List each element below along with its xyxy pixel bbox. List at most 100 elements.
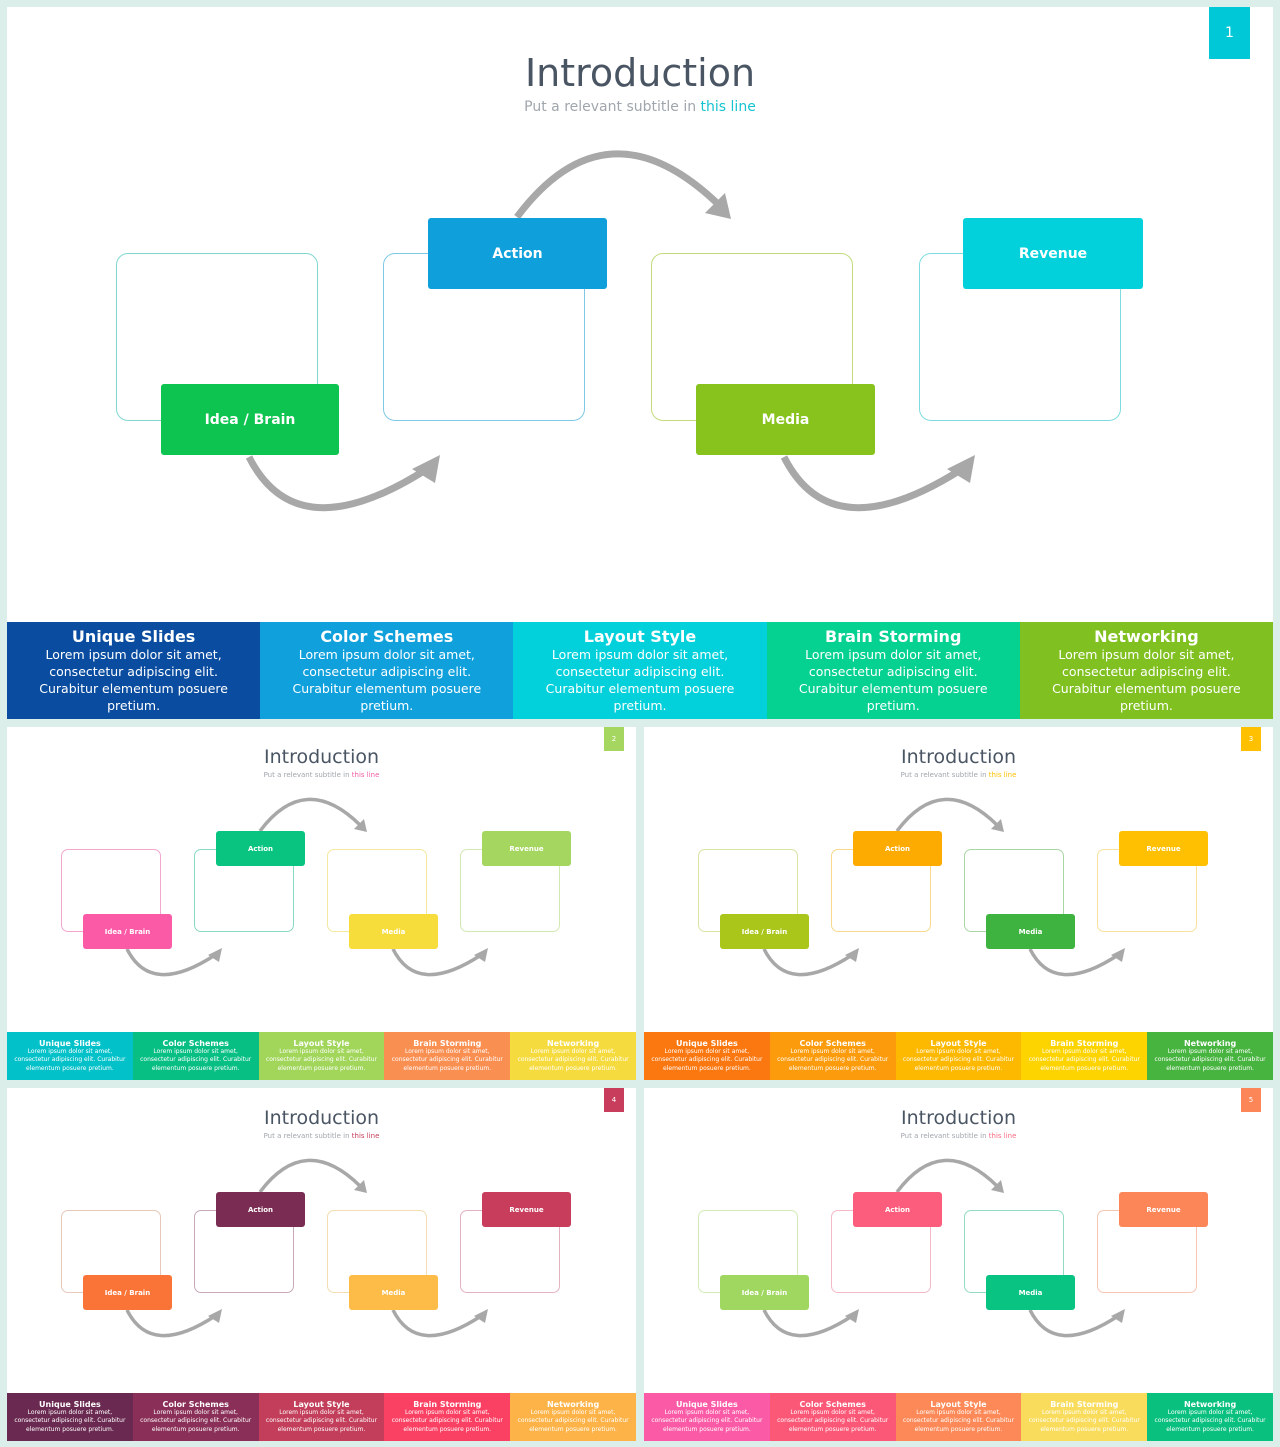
slide-3: Introduction Put a relevant subtitle in … bbox=[644, 727, 1273, 1080]
label-revenue[interactable]: Revenue bbox=[1119, 1192, 1208, 1227]
arrow-head-1 bbox=[208, 1309, 222, 1323]
slide-1: Introduction Put a relevant subtitle in … bbox=[7, 7, 1273, 719]
subtitle-link[interactable]: this line bbox=[700, 99, 756, 115]
footer-text: Lorem ipsum dolor sit amet, consectetur … bbox=[798, 647, 988, 713]
process-diagram: Idea / Brain Action Media Revenue bbox=[644, 1088, 1273, 1393]
subtitle-text: Put a relevant subtitle in bbox=[263, 771, 352, 779]
label-idea-brain-text: Idea / Brain bbox=[741, 927, 788, 936]
label-media[interactable]: Media bbox=[986, 1275, 1075, 1310]
label-action[interactable]: Action bbox=[428, 218, 607, 289]
label-revenue[interactable]: Revenue bbox=[482, 1192, 571, 1227]
label-media-text: Media bbox=[381, 1288, 406, 1297]
slide-4: Introduction Put a relevant subtitle in … bbox=[7, 1088, 636, 1441]
slide-title: Introduction bbox=[263, 746, 380, 768]
label-media[interactable]: Media bbox=[696, 384, 875, 455]
arrows-layer bbox=[762, 1158, 1125, 1338]
label-action-text: Action bbox=[247, 1205, 274, 1214]
label-action-text: Action bbox=[884, 844, 911, 853]
label-media[interactable]: Media bbox=[986, 914, 1075, 949]
slide-title: Introduction bbox=[900, 1107, 1017, 1129]
arrow-head-2 bbox=[705, 193, 731, 219]
arrow-head-1 bbox=[412, 455, 440, 483]
label-media[interactable]: Media bbox=[349, 914, 438, 949]
footer-heading: Color Schemes bbox=[162, 1399, 229, 1409]
label-media-text: Media bbox=[1018, 927, 1043, 936]
page-number-badge: 1 bbox=[1209, 7, 1250, 59]
footer-heading: Networking bbox=[546, 1038, 600, 1048]
label-idea-brain[interactable]: Idea / Brain bbox=[161, 384, 339, 455]
footer-heading: Brain Storming bbox=[1050, 1038, 1119, 1048]
process-diagram: Idea / Brain Action Media Revenue bbox=[7, 1088, 636, 1393]
label-action[interactable]: Action bbox=[853, 1192, 942, 1227]
footer-heading: Layout Style bbox=[930, 1399, 987, 1409]
label-media[interactable]: Media bbox=[349, 1275, 438, 1310]
arrow-curve-2 bbox=[895, 1158, 999, 1194]
subtitle-link[interactable]: this line bbox=[988, 771, 1017, 779]
slide-5: Introduction Put a relevant subtitle in … bbox=[644, 1088, 1273, 1441]
label-revenue[interactable]: Revenue bbox=[963, 218, 1143, 289]
footer-text: Lorem ipsum dolor sit amet, consectetur … bbox=[391, 1408, 503, 1433]
label-idea-brain[interactable]: Idea / Brain bbox=[720, 914, 809, 949]
slide-subtitle: Put a relevant subtitle in this line bbox=[7, 771, 636, 779]
label-action-text: Action bbox=[247, 844, 274, 853]
arrow-head-2 bbox=[991, 1180, 1004, 1193]
footer-heading: Color Schemes bbox=[320, 627, 454, 646]
footer-text: Lorem ipsum dolor sit amet, consectetur … bbox=[140, 1047, 252, 1072]
footer-heading: Networking bbox=[1183, 1399, 1237, 1409]
label-idea-brain[interactable]: Idea / Brain bbox=[83, 914, 172, 949]
label-revenue[interactable]: Revenue bbox=[482, 831, 571, 866]
label-idea-brain[interactable]: Idea / Brain bbox=[83, 1275, 172, 1310]
process-diagram: Idea / Brain Action Media Revenue bbox=[644, 727, 1273, 1032]
label-revenue-text: Revenue bbox=[1018, 245, 1088, 262]
arrow-curve-2 bbox=[258, 1158, 362, 1194]
arrow-curve-1 bbox=[125, 948, 216, 977]
footer-heading: Layout Style bbox=[293, 1399, 350, 1409]
footer-text: Lorem ipsum dolor sit amet, consectetur … bbox=[1154, 1047, 1266, 1072]
page-number-badge: 4 bbox=[604, 1088, 624, 1112]
label-media-text: Media bbox=[381, 927, 406, 936]
label-revenue-text: Revenue bbox=[509, 1205, 544, 1214]
arrow-curve-3 bbox=[391, 948, 482, 977]
arrow-head-1 bbox=[845, 1309, 859, 1323]
label-idea-brain-text: Idea / Brain bbox=[104, 927, 151, 936]
subtitle-link[interactable]: this line bbox=[351, 771, 380, 779]
footer-text: Lorem ipsum dolor sit amet, consectetur … bbox=[140, 1408, 252, 1433]
arrows-layer bbox=[245, 150, 975, 512]
arrow-head-1 bbox=[208, 948, 222, 962]
footer-text: Lorem ipsum dolor sit amet, consectetur … bbox=[265, 1408, 378, 1433]
footer-text: Lorem ipsum dolor sit amet, consectetur … bbox=[1154, 1408, 1266, 1433]
label-idea-brain[interactable]: Idea / Brain bbox=[720, 1275, 809, 1310]
page-number-badge: 3 bbox=[1241, 727, 1261, 751]
label-revenue[interactable]: Revenue bbox=[1119, 831, 1208, 866]
footer-text: Lorem ipsum dolor sit amet, consectetur … bbox=[39, 647, 228, 713]
subtitle-link[interactable]: this line bbox=[988, 1132, 1017, 1140]
footer-heading: Color Schemes bbox=[799, 1399, 866, 1409]
footer-heading: Unique Slides bbox=[39, 1038, 101, 1048]
label-action[interactable]: Action bbox=[216, 831, 305, 866]
label-action[interactable]: Action bbox=[853, 831, 942, 866]
subtitle-text: Put a relevant subtitle in bbox=[263, 1132, 352, 1140]
footer-text: Lorem ipsum dolor sit amet, consectetur … bbox=[1052, 647, 1241, 713]
label-action[interactable]: Action bbox=[216, 1192, 305, 1227]
slide-title: Introduction bbox=[524, 51, 756, 95]
slide-title: Introduction bbox=[263, 1107, 380, 1129]
arrow-head-2 bbox=[991, 819, 1004, 832]
subtitle-link[interactable]: this line bbox=[351, 1132, 380, 1140]
label-idea-brain-text: Idea / Brain bbox=[104, 1288, 151, 1297]
slide-subtitle: Put a relevant subtitle in this line bbox=[7, 99, 1273, 115]
